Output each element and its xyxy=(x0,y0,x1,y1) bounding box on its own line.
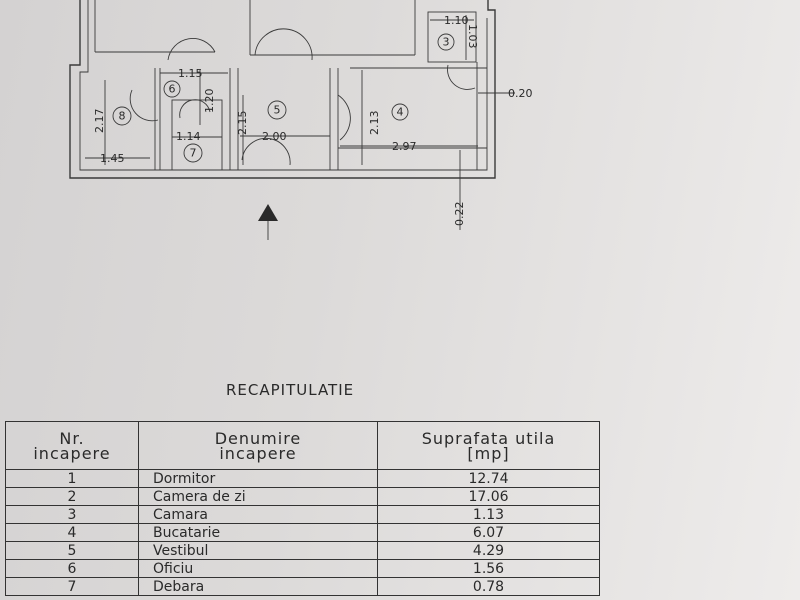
dim-label: 2.17 xyxy=(93,109,106,134)
table-row: 4 Bucatarie 6.07 xyxy=(5,523,600,542)
cell-nr: 4 xyxy=(5,523,139,542)
header-nr-line2: incapere xyxy=(33,443,111,463)
dim-label: 2.15 xyxy=(236,111,249,136)
recap-title: RECAPITULATIE xyxy=(226,381,355,399)
cell-area: 17.06 xyxy=(377,487,600,506)
dim-label: 2.00 xyxy=(262,130,287,143)
dim-label: 0.20 xyxy=(508,87,533,100)
room-id: 4 xyxy=(397,106,404,119)
cell-nr: 5 xyxy=(5,541,139,560)
table-header-row: Nr. incapere Denumire incapere Suprafata… xyxy=(5,421,600,470)
cell-area: 0.78 xyxy=(377,577,600,596)
header-name-line2: incapere xyxy=(219,443,297,463)
dim-label: 0.22 xyxy=(453,202,466,227)
header-area-line2: [mp] xyxy=(467,443,510,463)
cell-area: 6.07 xyxy=(377,523,600,542)
room-id: 7 xyxy=(190,147,197,160)
room-id: 5 xyxy=(274,104,281,117)
header-name-line1: Denumire xyxy=(214,428,302,448)
dimension-labels: 1.10 1.03 0.20 1.15 1.20 2.15 2.13 2.17 … xyxy=(93,14,533,226)
floor-plan: 1.10 1.03 0.20 1.15 1.20 2.15 2.13 2.17 … xyxy=(69,0,533,240)
table-row: 1 Dormitor 12.74 xyxy=(5,469,600,488)
cell-nr: 6 xyxy=(5,559,139,578)
cell-name: Oficiu xyxy=(138,559,378,578)
cell-name: Bucatarie xyxy=(138,523,378,542)
cell-name: Camera de zi xyxy=(138,487,378,506)
dim-label: 1.20 xyxy=(203,89,216,114)
table-row: 2 Camera de zi 17.06 xyxy=(5,487,600,506)
room-id: 3 xyxy=(443,36,450,49)
header-nr: Nr. incapere xyxy=(5,421,139,470)
header-nr-line1: Nr. xyxy=(59,428,85,448)
cell-name: Dormitor xyxy=(138,469,378,488)
recap-table: Nr. incapere Denumire incapere Suprafata… xyxy=(5,421,600,596)
table-row: 7 Debara 0.78 xyxy=(5,577,600,596)
cell-name: Vestibul xyxy=(138,541,378,560)
cell-area: 12.74 xyxy=(377,469,600,488)
cell-name: Debara xyxy=(138,577,378,596)
cell-nr: 7 xyxy=(5,577,139,596)
cell-nr: 2 xyxy=(5,487,139,506)
header-area: Suprafata utila [mp] xyxy=(377,421,600,470)
cell-area: 1.56 xyxy=(377,559,600,578)
cell-nr: 3 xyxy=(5,505,139,524)
dim-label: 2.97 xyxy=(392,140,417,153)
dim-label: 1.14 xyxy=(176,130,201,143)
cell-area: 4.29 xyxy=(377,541,600,560)
header-area-line1: Suprafata utila xyxy=(421,428,556,448)
dim-label: 1.45 xyxy=(100,152,125,165)
dim-label: 2.13 xyxy=(368,111,381,136)
room-id: 8 xyxy=(119,110,126,123)
dim-label: 1.03 xyxy=(466,24,479,49)
table-row: 3 Camara 1.13 xyxy=(5,505,600,524)
table-row: 6 Oficiu 1.56 xyxy=(5,559,600,578)
dim-label: 1.15 xyxy=(178,67,203,80)
room-id: 6 xyxy=(169,83,176,96)
plan-walls xyxy=(69,0,515,240)
table-row: 5 Vestibul 4.29 xyxy=(5,541,600,560)
room-markers: 3 6 5 4 8 7 xyxy=(112,33,455,163)
dim-label: 1.10 xyxy=(444,14,469,27)
cell-area: 1.13 xyxy=(377,505,600,524)
header-name: Denumire incapere xyxy=(138,421,378,470)
cell-nr: 1 xyxy=(5,469,139,488)
cell-name: Camara xyxy=(138,505,378,524)
